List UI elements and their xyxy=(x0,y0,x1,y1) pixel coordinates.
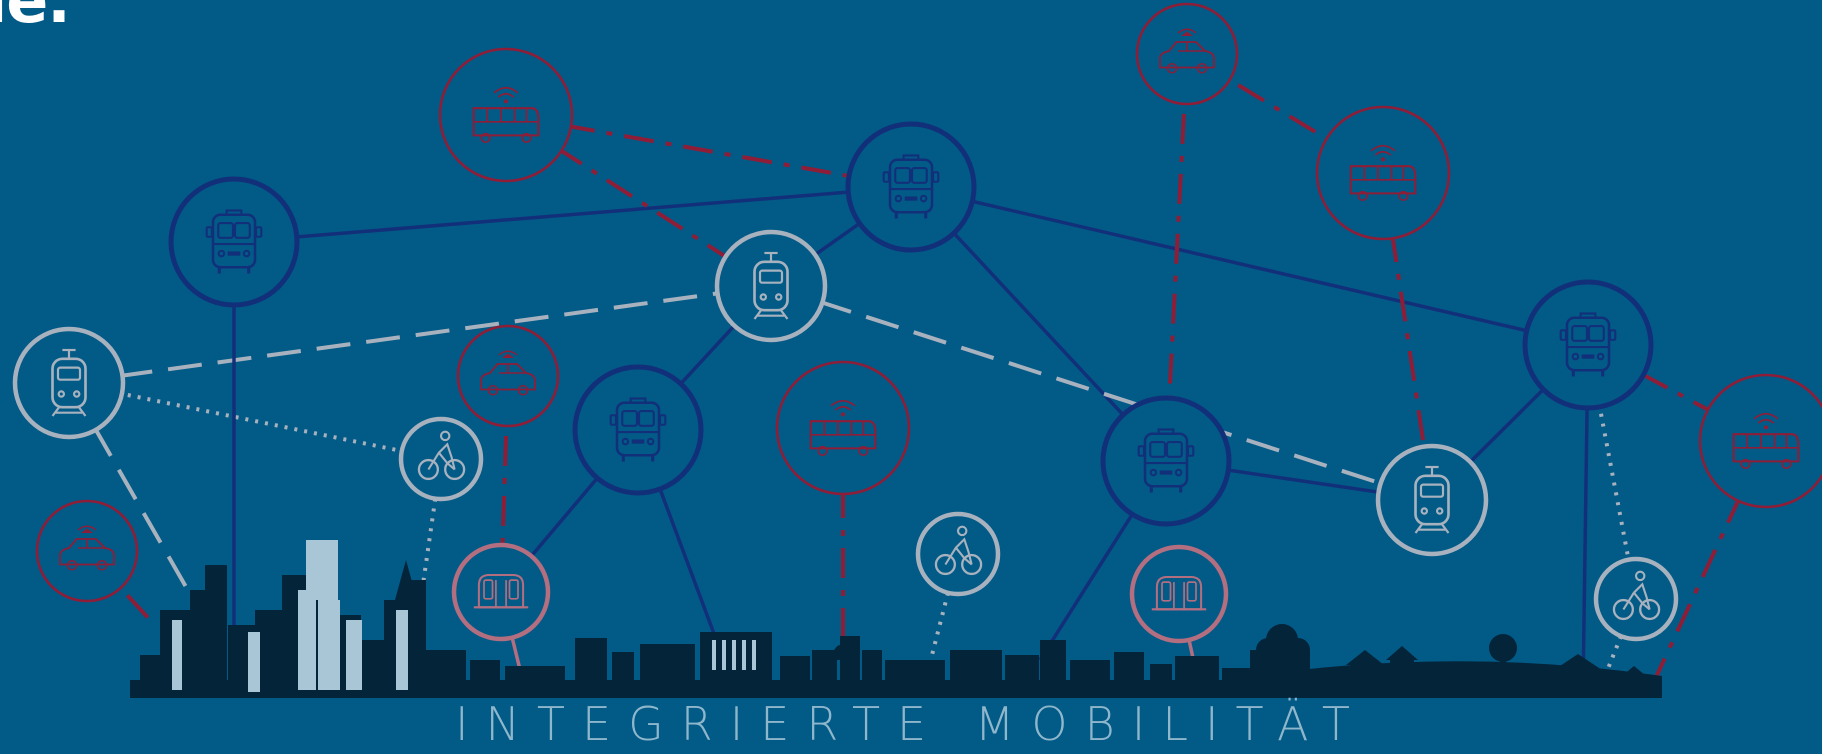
connection-tram-center-to-tram-right xyxy=(770,284,1433,502)
node-circle xyxy=(438,47,574,183)
node-tram-left xyxy=(12,326,126,440)
node-bus-left xyxy=(168,176,300,308)
heading-fragment: ie. xyxy=(0,0,71,37)
node-circle xyxy=(1129,544,1229,644)
node-circle xyxy=(915,511,1001,597)
node-smart-bus-far-right xyxy=(1698,373,1822,509)
node-bus-right-center xyxy=(1100,395,1232,527)
node-circle xyxy=(1375,443,1489,557)
node-bus-center xyxy=(572,364,704,496)
node-smart-car-left xyxy=(35,499,139,603)
node-tram-right xyxy=(1375,443,1489,557)
node-smart-car-center xyxy=(456,324,560,428)
connection-smart-bus-top-left-to-bus-top-center xyxy=(505,113,912,189)
connection-smart-bus-top-right-to-tram-right xyxy=(1381,172,1434,501)
node-circle xyxy=(456,324,560,428)
node-shuttle-right xyxy=(1129,544,1229,644)
node-circle xyxy=(572,364,704,496)
node-bus-top-center xyxy=(845,121,977,253)
node-circle xyxy=(451,542,551,642)
connection-bus-top-center-to-bus-right xyxy=(910,185,1589,347)
node-circle xyxy=(1593,556,1679,642)
node-bike-right xyxy=(1593,556,1679,642)
node-shuttle-left xyxy=(451,542,551,642)
connection-tram-left-to-tram-center xyxy=(68,284,772,385)
node-smart-bus-top-right xyxy=(1315,105,1451,241)
ground-link-bike-center xyxy=(930,553,960,656)
connection-tram-left-to-bike-left xyxy=(68,381,442,461)
ground-link-tram-left xyxy=(67,382,207,621)
node-bike-left xyxy=(398,416,484,502)
node-circle xyxy=(1100,395,1232,527)
connection-bus-left-to-bus-top-center xyxy=(233,185,912,244)
node-circle xyxy=(845,121,977,253)
node-smart-car-top xyxy=(1135,2,1239,106)
node-circle xyxy=(35,499,139,603)
node-bike-center xyxy=(915,511,1001,597)
node-smart-bus-center xyxy=(775,360,911,496)
node-circle xyxy=(12,326,126,440)
city-skyline xyxy=(130,540,1662,698)
node-circle xyxy=(1135,2,1239,106)
node-bus-right xyxy=(1522,279,1654,411)
node-smart-bus-top-left xyxy=(438,47,574,183)
node-circle xyxy=(714,229,828,343)
caption-integrated-mobility: INTEGRIERTE MOBILITÄT xyxy=(454,697,1368,751)
node-tram-center xyxy=(714,229,828,343)
node-circle xyxy=(1315,105,1451,241)
node-circle xyxy=(775,360,911,496)
node-circle xyxy=(168,176,300,308)
node-circle xyxy=(1522,279,1654,411)
node-circle xyxy=(398,416,484,502)
network-nodes xyxy=(12,2,1822,644)
connection-smart-car-top-to-bus-right-center xyxy=(1164,53,1189,462)
